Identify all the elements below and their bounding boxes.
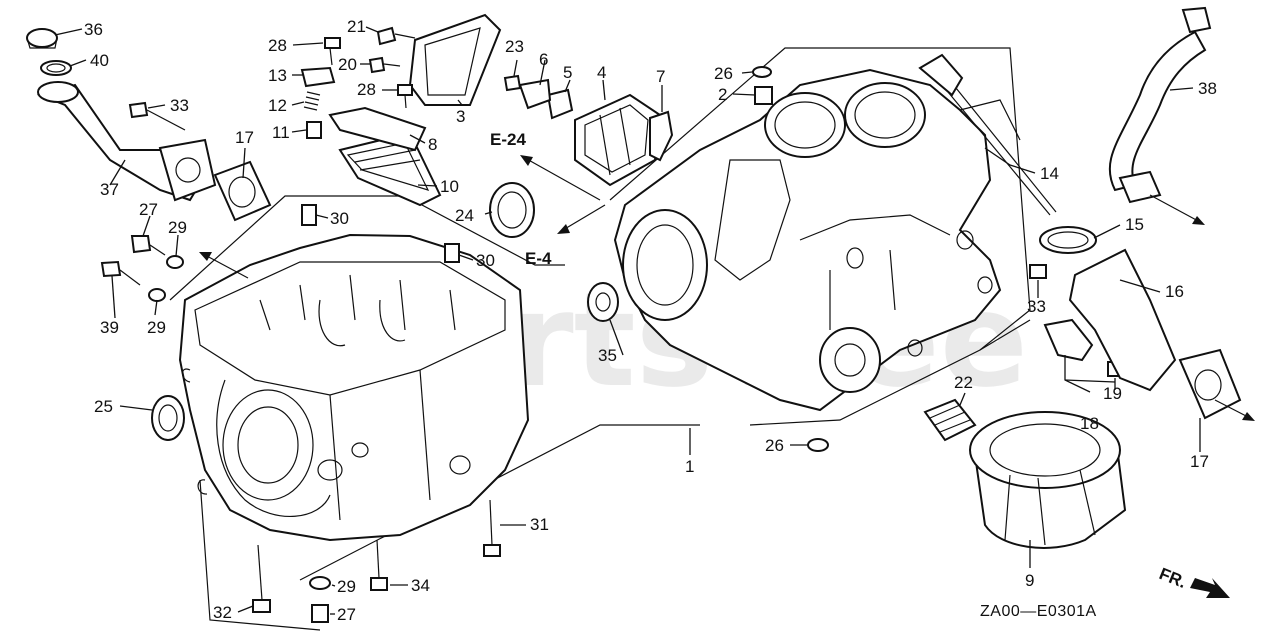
callout-29[interactable]: 29 (147, 318, 166, 337)
callout-27[interactable]: 27 (139, 200, 158, 219)
breather-parts-drawing (328, 13, 674, 207)
callout-labels: 36 40 33 17 37 27 29 29 39 25 28 13 12 1… (84, 17, 1217, 624)
callout-17[interactable]: 17 (1190, 452, 1209, 471)
callout-22[interactable]: 22 (954, 373, 973, 392)
callout-25[interactable]: 25 (94, 397, 113, 416)
front-arrow-icon (1190, 578, 1230, 598)
reference-e4[interactable]: E-4 (525, 249, 552, 268)
callout-26[interactable]: 26 (765, 436, 784, 455)
callout-28[interactable]: 28 (357, 80, 376, 99)
callout-2[interactable]: 2 (718, 85, 727, 104)
leader-lines (54, 26, 1201, 615)
callout-3[interactable]: 3 (456, 107, 465, 126)
callout-12[interactable]: 12 (268, 96, 287, 115)
callout-11[interactable]: 11 (272, 123, 290, 142)
callout-16[interactable]: 16 (1165, 282, 1184, 301)
callout-17[interactable]: 17 (235, 128, 254, 147)
callout-4[interactable]: 4 (597, 63, 606, 82)
callout-37[interactable]: 37 (100, 180, 119, 199)
cylinder-block-drawing (613, 68, 1021, 412)
dipstick-drawing (918, 53, 1057, 216)
callout-33[interactable]: 33 (170, 96, 189, 115)
fitting-22-drawing (923, 398, 977, 442)
callout-13[interactable]: 13 (268, 66, 287, 85)
oil-filter-drawing (969, 411, 1127, 549)
direction-arrows (199, 155, 1255, 598)
callout-31[interactable]: 31 (530, 515, 549, 534)
callout-23[interactable]: 23 (505, 37, 524, 56)
callout-27[interactable]: 27 (337, 605, 356, 624)
callout-10[interactable]: 10 (440, 177, 459, 196)
callout-19[interactable]: 19 (1103, 384, 1122, 403)
callout-29[interactable]: 29 (337, 577, 356, 596)
filler-tube-right-drawing (1039, 226, 1242, 420)
callout-29[interactable]: 29 (168, 218, 187, 237)
callout-14[interactable]: 14 (1040, 164, 1059, 183)
callout-1[interactable]: 1 (685, 457, 694, 476)
gasket-17-left-drawing (213, 160, 272, 222)
callout-30[interactable]: 30 (476, 251, 495, 270)
callout-34[interactable]: 34 (411, 576, 430, 595)
callout-9[interactable]: 9 (1025, 571, 1034, 590)
callout-30[interactable]: 30 (330, 209, 349, 228)
callout-7[interactable]: 7 (656, 67, 665, 86)
callout-21[interactable]: 21 (347, 17, 366, 36)
hardware-drawing (100, 26, 1123, 623)
callout-40[interactable]: 40 (90, 51, 109, 70)
reference-e24[interactable]: E-24 (490, 130, 526, 149)
callout-39[interactable]: 39 (100, 318, 119, 337)
callout-6[interactable]: 6 (539, 50, 548, 69)
callout-38[interactable]: 38 (1198, 79, 1217, 98)
callout-28[interactable]: 28 (268, 36, 287, 55)
front-marker-label: FR. (1157, 564, 1190, 592)
breather-hose-drawing (1108, 6, 1212, 204)
callout-32[interactable]: 32 (213, 603, 232, 622)
callout-20[interactable]: 20 (338, 55, 357, 74)
callout-15[interactable]: 15 (1125, 215, 1144, 234)
crankcase-drawing (178, 233, 530, 542)
callout-24[interactable]: 24 (455, 206, 474, 225)
callout-33[interactable]: 33 (1027, 297, 1046, 316)
callout-8[interactable]: 8 (428, 135, 437, 154)
filler-pipe-drawing (26, 28, 217, 202)
callout-5[interactable]: 5 (563, 63, 572, 82)
callout-18[interactable]: 18 (1080, 414, 1099, 433)
callout-26[interactable]: 26 (714, 64, 733, 83)
callout-35[interactable]: 35 (598, 346, 617, 365)
drawing-code: ZA00—E0301A (980, 603, 1097, 620)
callout-36[interactable]: 36 (84, 20, 103, 39)
